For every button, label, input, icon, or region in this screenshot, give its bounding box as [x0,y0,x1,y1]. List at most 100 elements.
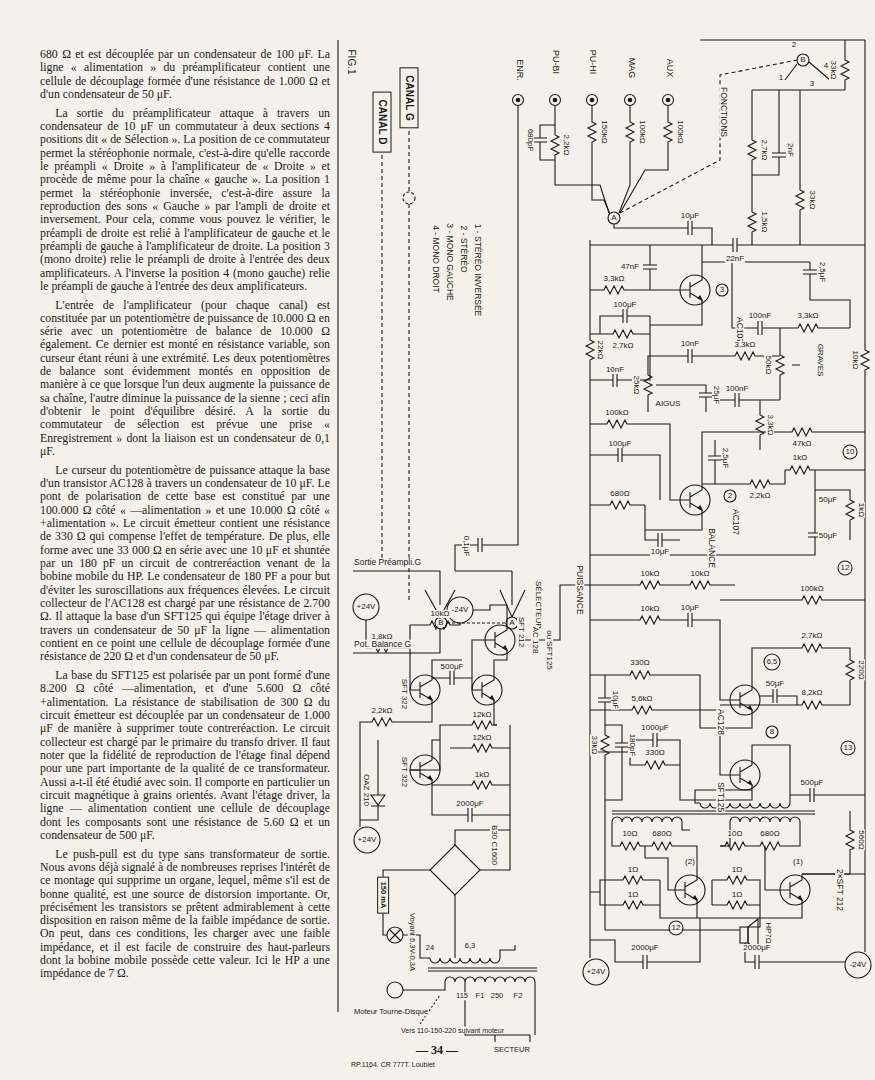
component-label: 1Ω [731,866,743,874]
terminal-circle [797,54,809,66]
component-label: PU-BI [551,49,560,75]
component-label: 100kΩ [799,585,824,593]
terminal-circle [766,726,778,738]
wire-path [590,440,865,555]
component-label: 220Ω [857,659,865,680]
wire-path [612,817,682,822]
component-label: 24 [425,944,435,952]
component-symbol [410,674,440,706]
wire-path [590,424,865,500]
component-label: 2,7kΩ [611,342,634,350]
component-label: 180pF [628,733,636,758]
component-symbol [551,130,559,160]
terminal-circle [403,192,415,204]
component-label: 5,6kΩ [630,695,653,703]
component-symbol [797,644,827,652]
component-label: Pot. Balance G [353,640,412,649]
wire-path [752,40,845,245]
component-label: 100μF [613,301,638,309]
component-label: SECTEUR [493,1046,531,1054]
component-label: 2,7kΩ [800,632,823,640]
component-label: 50μF [818,532,838,540]
component-symbol [367,718,397,726]
component-label: 6,5 [766,658,778,666]
component-label: 4 - MONO DROIT [432,224,441,294]
wire-path [590,245,680,290]
component-symbol [787,428,817,436]
component-symbol [785,466,815,474]
component-label: AC128 [717,708,726,736]
wire-path [360,740,385,820]
wire-path [592,106,610,214]
wire-path [590,306,702,380]
wire-path [605,675,740,930]
component-label: 1000μF [640,724,669,732]
component-label: 3 - MONO GAUCHE [446,222,455,301]
terminal-circle [838,561,852,575]
component-label: F1 [475,992,486,1000]
component-symbol [803,262,817,282]
component-label: 10Ω [622,830,639,838]
node-text: CANAL G [404,75,415,120]
component-symbol [608,330,638,338]
component-symbol [776,350,784,380]
fuse-box: 150 mA [377,877,389,914]
component-label: 2,2kΩ [370,707,393,715]
component-label: A [610,214,617,222]
wire-path [445,977,535,982]
component-label: 100μF [608,440,633,448]
component-symbol [861,345,869,375]
component-label: SFT 322 [400,678,408,711]
component-symbol [680,221,700,235]
component-label: FONCTIONS [720,86,729,138]
terminal-circle [608,212,620,224]
component-symbol [722,901,752,909]
component-label: 8,2kΩ [800,689,823,697]
component-label: AUX [665,58,674,79]
component-symbol [663,95,674,106]
component-symbol [846,495,854,525]
component-label: 22nF [725,255,745,263]
wire-path [612,790,752,874]
component-label: 10nF [680,340,700,348]
component-label: 250 [490,992,505,1000]
component-symbol [644,370,652,400]
component-label: 3,3kΩ [796,312,819,320]
component-label: Sortie Préampli.G [353,558,422,567]
component-label: B30 C1600 [490,824,498,866]
wire-path [432,640,507,690]
wire-path [620,106,668,213]
component-symbol [627,706,657,714]
component-label: 1 - STÉRÉO INVERSÉE [474,223,483,318]
component-label: Voyant 6,3V-0,3A [408,912,416,972]
terminal-circle [447,597,473,623]
terminal-circle [669,921,683,935]
component-symbol [550,95,561,106]
component-symbol [750,321,770,335]
component-label: 150kΩ [600,119,608,144]
component-symbol [755,842,785,850]
component-label: (2) [684,858,696,866]
component-label: 8 [769,728,775,736]
component-symbol [772,145,786,165]
wire-path [720,648,850,705]
component-label: 3,3kΩ [733,341,756,349]
component-symbol [650,533,670,547]
component-label: SFT 322 [400,756,408,789]
article-paragraph: La base du SFT125 est polarisée par un p… [40,669,330,842]
component-symbol [756,410,764,440]
component-label: 330Ω [629,659,650,667]
component-symbol [460,808,480,822]
component-label: 330Ω [644,749,665,757]
component-symbol [765,689,785,703]
component-symbol [748,135,756,165]
component-symbol [802,788,822,802]
component-label: 2×SFT 212 [836,868,845,912]
component-label: 3 [809,80,815,88]
article-paragraph: Le curseur du potentiomètre de puissance… [40,464,330,664]
wire-path [720,599,865,600]
wire-path [590,874,865,918]
component-symbol [680,613,700,627]
component-symbol [587,95,598,106]
component-label: HP7Ω [764,921,772,945]
